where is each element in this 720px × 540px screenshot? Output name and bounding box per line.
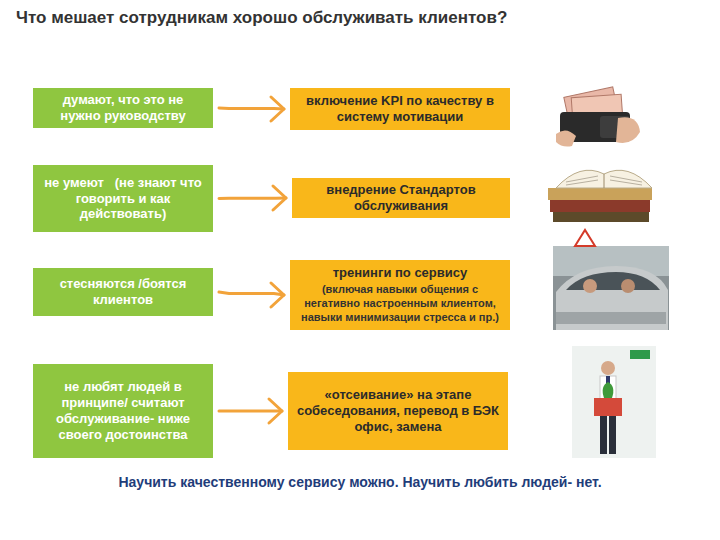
car-picture [553, 230, 669, 330]
problem-box: не умеют (не знают что говорить и как де… [33, 165, 213, 232]
arrow-connector [219, 186, 286, 210]
arrow-connector [219, 399, 282, 423]
diagram-title: Что мешает сотрудникам хорошо обслуживат… [16, 8, 706, 28]
box-text: внедрение Стандартов обслуживания [300, 182, 502, 214]
leaving-man-picture [572, 346, 656, 458]
problem-box: думают, что это не нужно руководству [33, 88, 213, 128]
box-text: не умеют (не знают что говорить и как де… [41, 175, 205, 223]
box-note: (включая навыки общения с негативно наст… [298, 283, 502, 324]
problem-box: не любят людей в принципе/ считают обслу… [33, 364, 213, 458]
box-text: думают, что это не нужно руководству [41, 92, 205, 124]
arrow-connector [219, 97, 284, 121]
box-text: стесняются /боятся клиентов [41, 276, 205, 308]
solution-box: тренинги по сервису (включая навыки общен… [290, 260, 510, 330]
box-text: включение KPI по качеству в систему моти… [298, 93, 502, 125]
solution-box: «отсеивание» на этапе собеседования, пер… [288, 372, 508, 450]
arrow-connector [219, 283, 284, 307]
problem-box: стесняются /боятся клиентов [33, 268, 213, 316]
box-text: «отсеивание» на этапе собеседования, пер… [296, 387, 500, 435]
box-text: тренинги по сервису [333, 265, 468, 281]
wallet-picture [553, 86, 641, 150]
diagram-caption: Научить качественному сервису можно. Нау… [30, 474, 690, 490]
box-text: не любят людей в принципе/ считают обслу… [41, 379, 205, 442]
solution-box: внедрение Стандартов обслуживания [292, 178, 510, 218]
solution-box: включение KPI по качеству в систему моти… [290, 88, 510, 130]
books-picture [548, 170, 652, 222]
